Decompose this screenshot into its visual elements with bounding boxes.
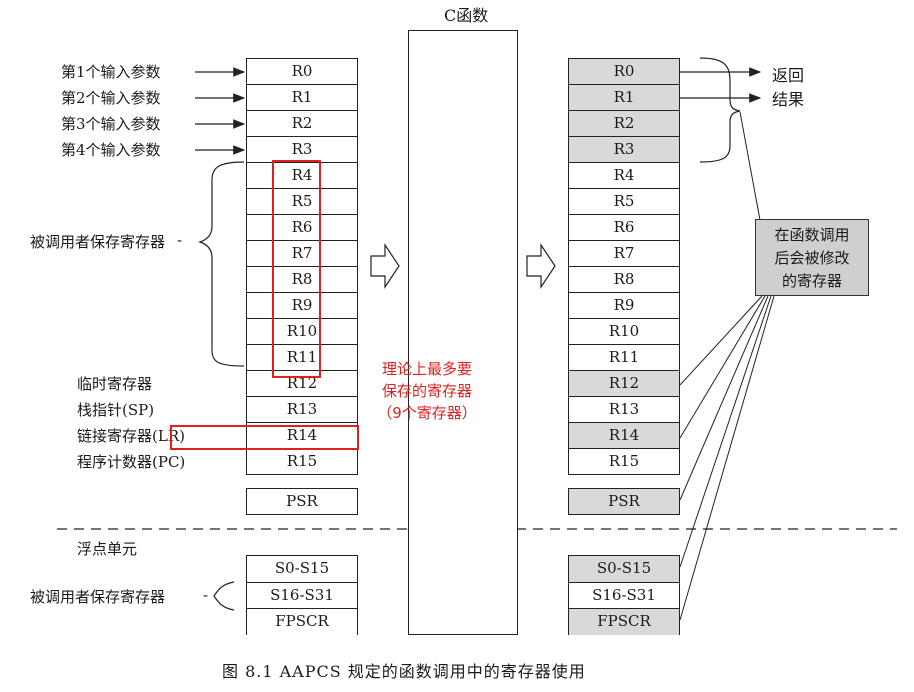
right-fpu-register-s0-s15: S0-S15 <box>568 555 680 583</box>
input-param-label-4: 第4个输入参数 <box>61 141 161 159</box>
return-result-line-2: 结果 <box>772 90 805 109</box>
right-register-r11: R11 <box>568 344 680 371</box>
left-register-r8: R8 <box>246 266 358 293</box>
left-fpu-register-fpscr: FPSCR <box>246 608 358 635</box>
lr-label: 链接寄存器(LR) <box>77 427 185 445</box>
fpu-brace <box>213 581 235 611</box>
right-register-r1: R1 <box>568 84 680 111</box>
left-register-r1: R1 <box>246 84 358 111</box>
right-register-r5: R5 <box>568 188 680 215</box>
left-register-r2: R2 <box>246 110 358 137</box>
max-saved-annotation: 理论上最多要 保存的寄存器 （9个寄存器） <box>362 358 492 424</box>
hollow-arrow-right <box>526 243 556 289</box>
callee-saved-label: 被调用者保存寄存器 <box>30 233 166 251</box>
modified-note-line-2: 后会被修改 <box>774 249 850 267</box>
callee-saved-brace <box>198 161 245 367</box>
left-register-r0: R0 <box>246 58 358 85</box>
figure-caption: 图 8.1 AAPCS 规定的函数调用中的寄存器使用 <box>222 662 586 681</box>
right-register-r15: R15 <box>568 448 680 475</box>
callee-saved-highlight <box>272 160 321 378</box>
right-register-r9: R9 <box>568 292 680 319</box>
right-register-r0: R0 <box>568 58 680 85</box>
sp-label: 栈指针(SP) <box>77 401 155 419</box>
modified-registers-box: 在函数调用 后会被修改 的寄存器 <box>755 219 869 296</box>
pc-label: 程序计数器(PC) <box>77 453 186 471</box>
left-register-r9: R9 <box>246 292 358 319</box>
right-register-r8: R8 <box>568 266 680 293</box>
annotation-line-3: （9个寄存器） <box>377 404 477 422</box>
lr-highlight <box>170 425 359 450</box>
c-function-box <box>408 30 518 635</box>
right-fpu-register-s16-s31: S16-S31 <box>568 582 680 610</box>
right-register-r10: R10 <box>568 318 680 345</box>
right-register-r12: R12 <box>568 370 680 397</box>
modified-note-line-1: 在函数调用 <box>774 226 850 244</box>
modified-note-line-3: 的寄存器 <box>781 272 842 290</box>
right-register-r14: R14 <box>568 422 680 449</box>
left-fpu-register-s0-s15: S0-S15 <box>246 555 358 583</box>
left-register-psr: PSR <box>246 488 358 515</box>
right-register-r2: R2 <box>568 110 680 137</box>
fpu-label: 浮点单元 <box>77 540 138 558</box>
annotation-line-2: 保存的寄存器 <box>381 382 472 400</box>
left-register-r3: R3 <box>246 136 358 163</box>
return-result-line-1: 返回 <box>772 66 805 85</box>
right-register-r6: R6 <box>568 214 680 241</box>
temp-register-label: 临时寄存器 <box>77 375 153 393</box>
right-fpu-register-fpscr: FPSCR <box>568 608 680 635</box>
right-register-r4: R4 <box>568 162 680 189</box>
input-param-label-2: 第2个输入参数 <box>61 89 161 107</box>
c-function-title: C函数 <box>444 6 489 25</box>
hollow-arrow-left <box>370 243 400 289</box>
left-fpu-register-s16-s31: S16-S31 <box>246 582 358 610</box>
right-register-r13: R13 <box>568 396 680 423</box>
callee-saved-dash: - <box>177 231 183 249</box>
fpu-callee-saved-dash: - <box>203 586 209 604</box>
annotation-line-1: 理论上最多要 <box>381 360 472 378</box>
input-param-label-3: 第3个输入参数 <box>61 115 161 133</box>
modified-pointer-lines <box>679 111 775 621</box>
fpu-callee-saved-label: 被调用者保存寄存器 <box>30 588 166 606</box>
left-register-r13: R13 <box>246 396 358 423</box>
right-register-r3: R3 <box>568 136 680 163</box>
right-register-r7: R7 <box>568 240 680 267</box>
modified-brace <box>699 57 741 163</box>
right-register-psr: PSR <box>568 488 680 515</box>
input-param-label-1: 第1个输入参数 <box>61 63 161 81</box>
left-register-r11: R11 <box>246 344 358 371</box>
left-register-r15: R15 <box>246 448 358 475</box>
